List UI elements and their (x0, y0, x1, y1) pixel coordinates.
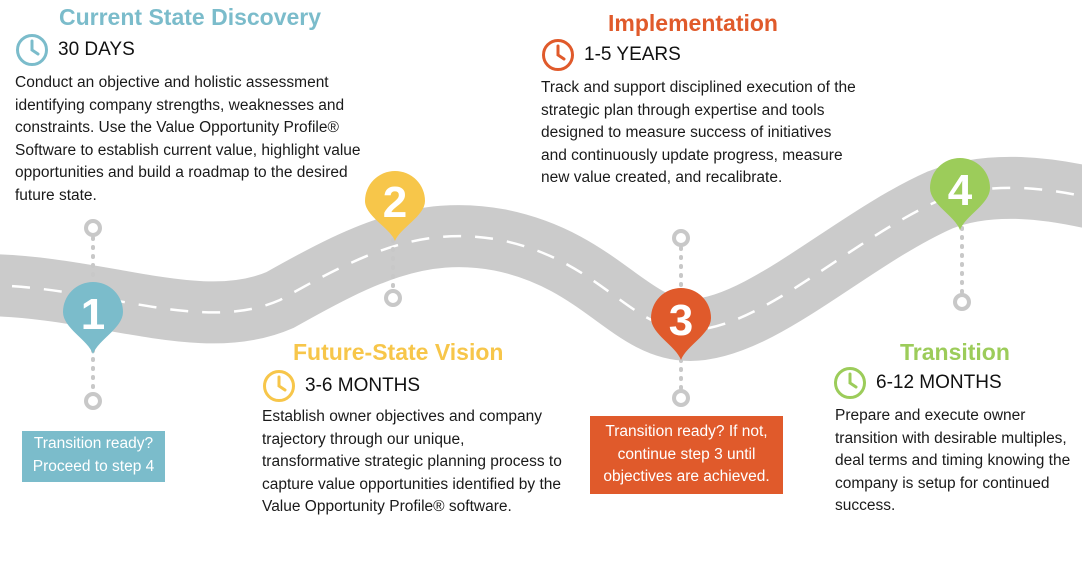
stem-end-dot (672, 389, 690, 407)
step-1-title: Current State Discovery (59, 4, 322, 30)
step-4-title: Transition (900, 339, 1010, 365)
svg-text:4: 4 (948, 166, 973, 215)
step-2-duration-label: 3-6 MONTHS (305, 375, 421, 396)
step-2-description: Establish owner objectives and company t… (262, 408, 562, 516)
step-2-duration: 3-6 MONTHS (262, 369, 420, 403)
stem-end-dot (953, 293, 971, 311)
clock-icon (834, 367, 866, 399)
stem-end-dot (672, 229, 690, 247)
map-pin-icon: 2 (365, 171, 425, 241)
svg-text:3: 3 (669, 296, 693, 345)
step-4-duration-label: 6-12 MONTHS (876, 372, 1002, 393)
step-1-description: Conduct an objective and holistic assess… (15, 74, 361, 204)
step-3-duration: 1-5 YEARS (541, 38, 681, 72)
step-2-title: Future-State Vision (293, 339, 504, 365)
note-transition-ready-step-3: Transition ready? If not, continue step … (590, 416, 783, 494)
stem-end-dot (84, 392, 102, 410)
stem-end-dot (84, 219, 102, 237)
map-pin-icon: 4 (929, 157, 991, 230)
svg-text:2: 2 (383, 178, 407, 227)
map-pin-icon: 1 (63, 282, 123, 354)
step-1-duration: 30 DAYS (15, 33, 135, 67)
road-surface (0, 156, 1082, 362)
svg-text:1: 1 (81, 290, 105, 339)
map-pin-icon: 3 (651, 288, 711, 360)
note-transition-ready-step-1: Transition ready? Proceed to step 4 (22, 431, 165, 482)
step-4-description: Prepare and execute owner transition wit… (835, 407, 1071, 515)
step-3-description: Track and support disciplined execution … (541, 79, 856, 187)
clock-icon (542, 39, 574, 71)
clock-icon (16, 34, 48, 66)
step-3-title: Implementation (608, 10, 778, 36)
step-1-duration-label: 30 DAYS (58, 39, 135, 60)
clock-icon (263, 370, 295, 402)
step-3-duration-label: 1-5 YEARS (584, 44, 681, 65)
step-4-duration: 6-12 MONTHS (833, 366, 1002, 400)
stem-end-dot (384, 289, 402, 307)
